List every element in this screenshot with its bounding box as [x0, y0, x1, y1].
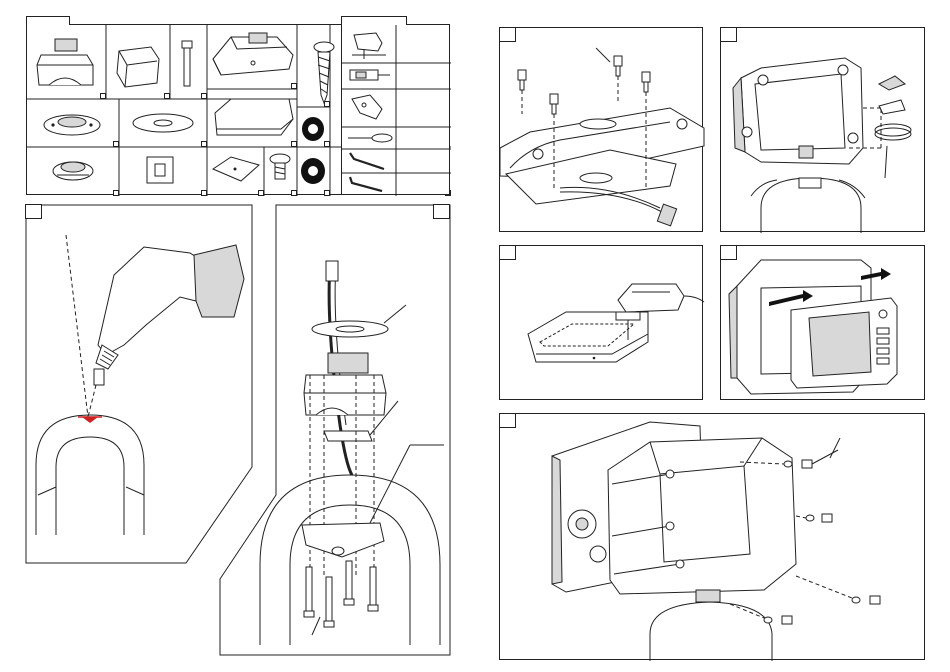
step-attach-housing-number	[720, 27, 737, 42]
step-cut-template-number	[499, 245, 516, 260]
step-screw-base-number	[499, 27, 516, 42]
step-attach-housing-panel	[720, 27, 925, 232]
step-attach-housing-drawing	[721, 28, 926, 233]
step-insert-display-panel	[720, 245, 925, 400]
screw-set-upper	[796, 514, 832, 522]
step-assemble-mount-number	[433, 204, 450, 219]
step-final-assembly-number	[499, 413, 516, 428]
parts-panel-tab	[26, 16, 70, 25]
tools-panel-tab	[341, 16, 407, 25]
step-final-assembly-drawing	[500, 414, 926, 661]
allen-key-small-icon	[342, 25, 451, 196]
step-assemble-mount-drawing	[220, 205, 450, 655]
step-screw-base-panel	[499, 27, 703, 232]
step-drill-panel	[26, 205, 252, 563]
step-final-assembly-panel	[499, 413, 925, 660]
step-assemble-mount-panel	[220, 205, 450, 655]
step-cut-template-drawing	[500, 246, 704, 401]
step-cut-template-panel	[499, 245, 703, 400]
tools-panel	[341, 24, 450, 195]
step-screw-base-drawing	[500, 28, 704, 233]
step-insert-display-number	[720, 245, 737, 260]
step-drill-number	[25, 204, 42, 219]
step-insert-display-drawing	[721, 246, 926, 401]
step-drill-drawing	[26, 205, 252, 563]
screw-set-lower	[796, 576, 880, 604]
